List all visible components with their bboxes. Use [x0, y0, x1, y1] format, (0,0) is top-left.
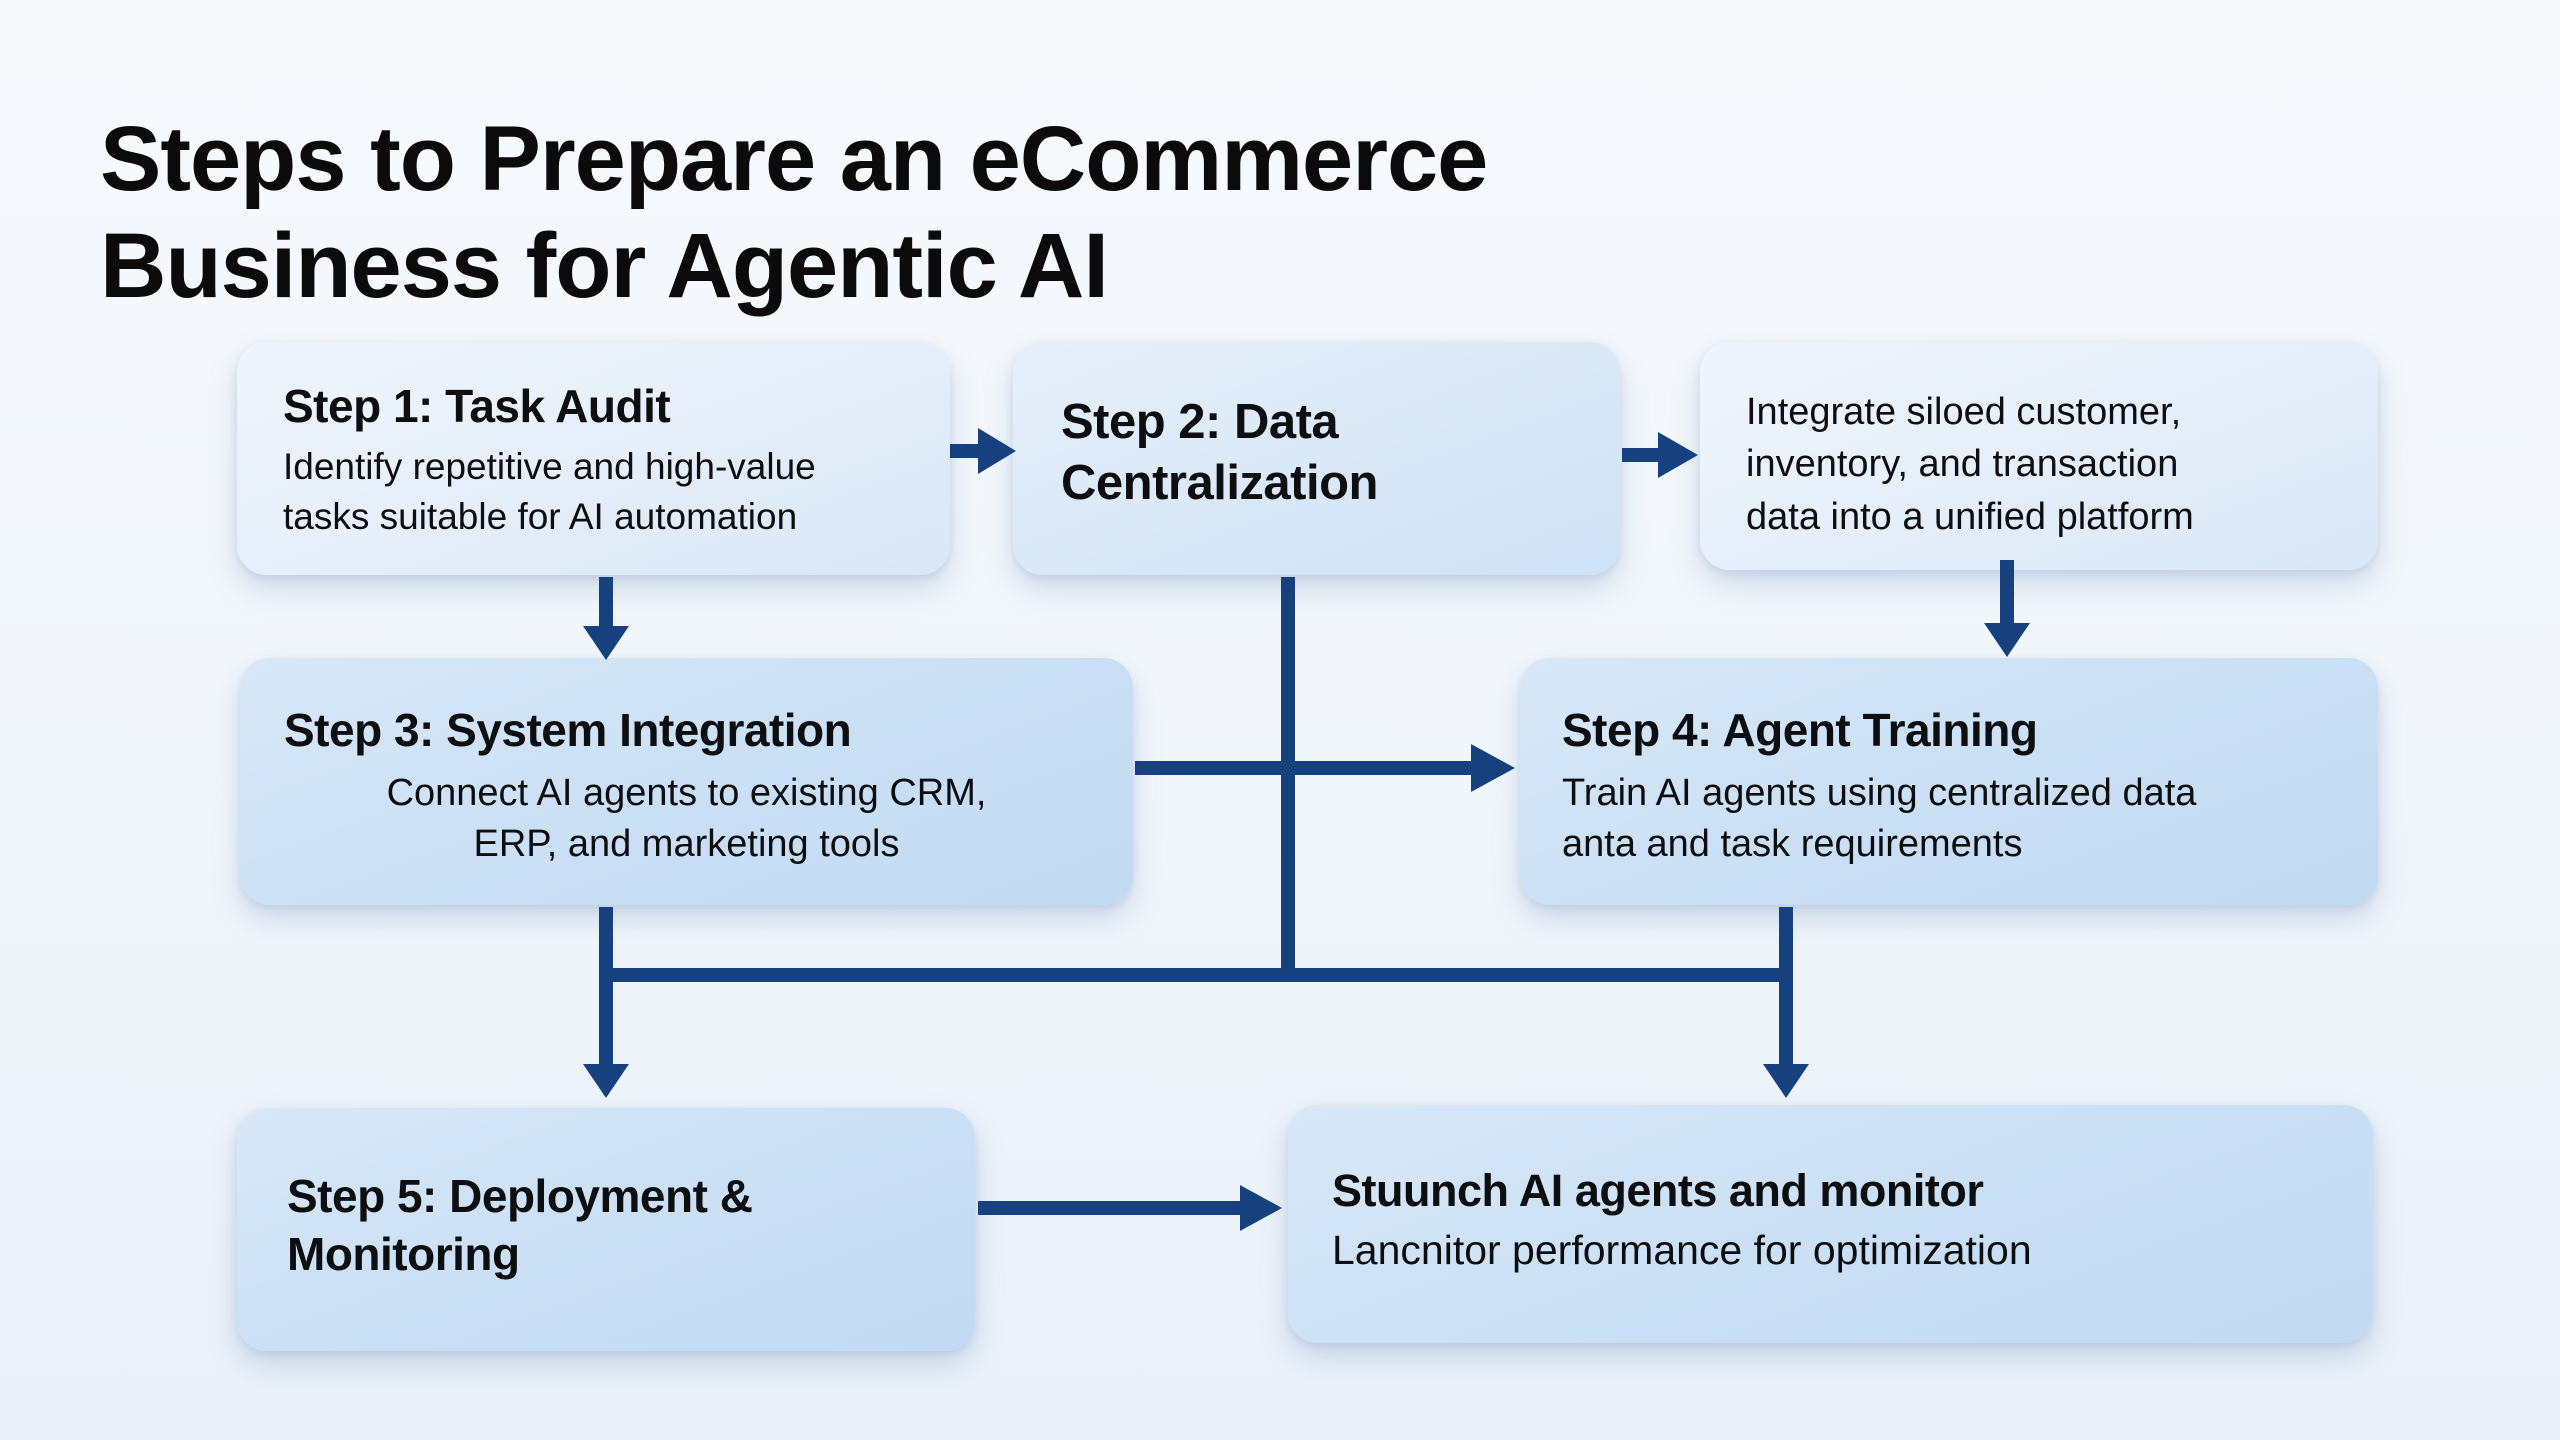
step3-body: Connect AI agents to existing CRM, ERP, … — [386, 771, 987, 866]
step3-heading: Step 3: System Integration — [284, 704, 852, 756]
step4-heading: Step 4: Agent Training — [1562, 704, 2038, 756]
step5-heading: Step 5: Deployment & Monitoring — [287, 1170, 753, 1280]
integrate-data-box: Integrate siloed customer, inventory, an… — [1700, 342, 2378, 570]
step4-agent-training-box: Step 4: Agent Training Train AI agents u… — [1520, 658, 2378, 905]
integrate-body: Integrate siloed customer, inventory, an… — [1746, 391, 2194, 538]
bus-line — [599, 968, 1793, 982]
launch-monitor-box: Stuunch AI agents and monitor Lancnitor … — [1288, 1105, 2373, 1343]
step1-heading: Step 1: Task Audit — [283, 380, 671, 432]
page-title-line2: Business for Agentic AI — [100, 215, 1109, 318]
launch-body: Lancnitor performance for optimization — [1332, 1227, 2032, 1274]
step5-deployment-monitoring-box: Step 5: Deployment & Monitoring — [237, 1108, 975, 1351]
step4-body: Train AI agents using centralized data a… — [1562, 771, 2197, 866]
page-title-line1: Steps to Prepare an eCommerce — [100, 107, 1488, 210]
step3-system-integration-box: Step 3: System Integration Connect AI ag… — [240, 658, 1133, 905]
step2-heading: Step 2: Data Centralization — [1061, 395, 1378, 511]
step2-data-centralization-box: Step 2: Data Centralization — [1013, 342, 1620, 575]
step1-task-audit-box: Step 1: Task Audit Identify repetitive a… — [237, 342, 950, 575]
launch-heading: Stuunch AI agents and monitor — [1332, 1165, 1984, 1216]
page-title: Steps to Prepare an eCommerce Business f… — [100, 106, 1488, 321]
step1-body: Identify repetitive and high-value tasks… — [283, 445, 816, 537]
